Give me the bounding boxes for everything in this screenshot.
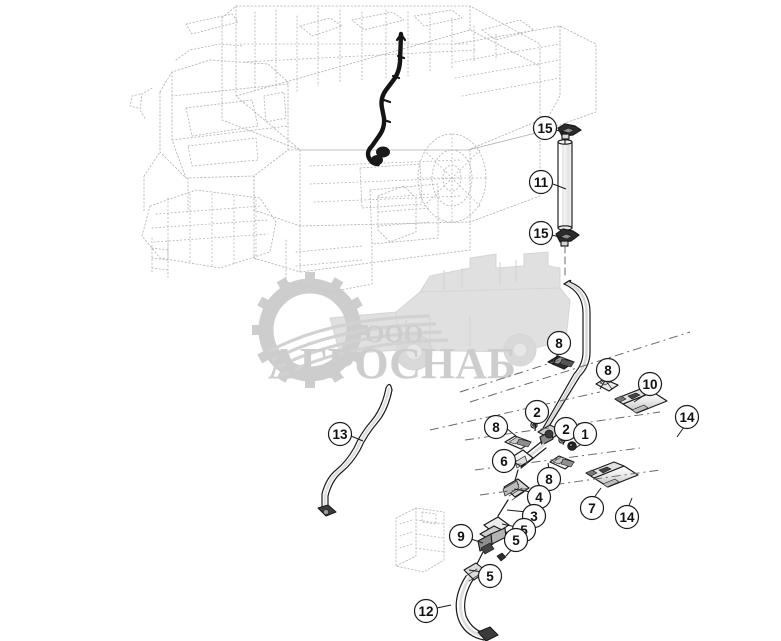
callout-label: 11 (534, 175, 549, 190)
callout-bubble (528, 220, 554, 246)
callout-bubble (674, 404, 700, 430)
callout-14[interactable]: 14 (614, 504, 640, 530)
callout-label: 6 (500, 454, 508, 469)
callout-label: 4 (535, 490, 543, 505)
parts-geometry (317, 123, 668, 641)
callout-bubble (546, 330, 572, 356)
callout-bubble (595, 357, 621, 383)
callout-bubble (491, 448, 517, 474)
callout-bubble (524, 399, 550, 425)
watermark-line2: АГРОСНАБ (268, 339, 516, 388)
callout-6[interactable]: 6 (491, 448, 517, 474)
callout-bubble (483, 414, 509, 440)
callout-15[interactable]: 15 (532, 115, 558, 141)
callout-label: 10 (642, 377, 657, 392)
part-15-lower-fitting (555, 228, 580, 247)
watermark-line1: ООО (365, 321, 423, 348)
part-12-hose (455, 562, 499, 641)
callout-8[interactable]: 8 (483, 414, 509, 440)
callout-label: 5 (520, 523, 528, 538)
hose-routing-highlight (365, 31, 407, 167)
part-3-rod (497, 499, 509, 517)
combine-harvester-illustration (129, 5, 597, 293)
callout-5[interactable]: 5 (503, 527, 529, 553)
callout-label: 5 (512, 533, 520, 548)
part-4-coupling (502, 478, 530, 501)
callout-label: 7 (588, 501, 596, 516)
part-8-nipple-c (504, 435, 532, 450)
callout-12[interactable]: 12 (413, 598, 439, 624)
callout-label: 13 (332, 427, 348, 442)
callout-7[interactable]: 7 (579, 495, 605, 521)
callout-label: 14 (619, 510, 635, 525)
watermark: ООО АГРОСНАБ (252, 251, 571, 388)
callout-bubble (477, 563, 503, 589)
callout-8[interactable]: 8 (595, 357, 621, 383)
callout-label: 2 (533, 405, 541, 420)
callout-label: 9 (457, 529, 465, 544)
callout-bubble (413, 598, 439, 624)
callout-label: 5 (486, 569, 494, 584)
callout-15[interactable]: 15 (528, 220, 554, 246)
callout-label: 8 (545, 472, 553, 487)
callout-13[interactable]: 13 (327, 421, 353, 447)
callout-11[interactable]: 11 (528, 169, 554, 195)
callout-label: 1 (581, 427, 589, 442)
part-15-upper-fitting (557, 123, 582, 145)
callout-5[interactable]: 5 (477, 563, 503, 589)
part-main-tube (541, 279, 591, 431)
callout-label: 8 (604, 363, 612, 378)
callout-1[interactable]: 1 (572, 421, 598, 447)
part-8-nipple-a (547, 355, 575, 370)
callout-14[interactable]: 14 (674, 404, 700, 430)
part-9-valve (477, 516, 510, 555)
part-1-fastener (567, 441, 577, 451)
callout-label: 12 (418, 604, 433, 619)
part-11-tube (557, 139, 573, 231)
callout-label: 3 (530, 509, 538, 524)
callout-label: 14 (679, 410, 695, 425)
callout-bubble (448, 523, 474, 549)
part-13-hose (317, 383, 393, 517)
mounting-block (395, 507, 445, 573)
callout-label: 15 (533, 226, 549, 241)
callout-label: 15 (537, 121, 553, 136)
callout-9[interactable]: 9 (448, 523, 474, 549)
callout-bubble (327, 421, 353, 447)
part-5-fastener-b (496, 552, 507, 562)
callout-bubble (637, 371, 663, 397)
callout-bubble (579, 495, 605, 521)
callout-label: 8 (492, 420, 500, 435)
callout-8[interactable]: 8 (546, 330, 572, 356)
callout-bubble (572, 421, 598, 447)
callout-label: 2 (562, 422, 570, 437)
callout-bubble (528, 169, 554, 195)
callout-2[interactable]: 2 (524, 399, 550, 425)
callout-bubble (614, 504, 640, 530)
callout-bubble (503, 527, 529, 553)
callout-label: 8 (555, 336, 563, 351)
callout-10[interactable]: 10 (637, 371, 663, 397)
callout-bubble (532, 115, 558, 141)
